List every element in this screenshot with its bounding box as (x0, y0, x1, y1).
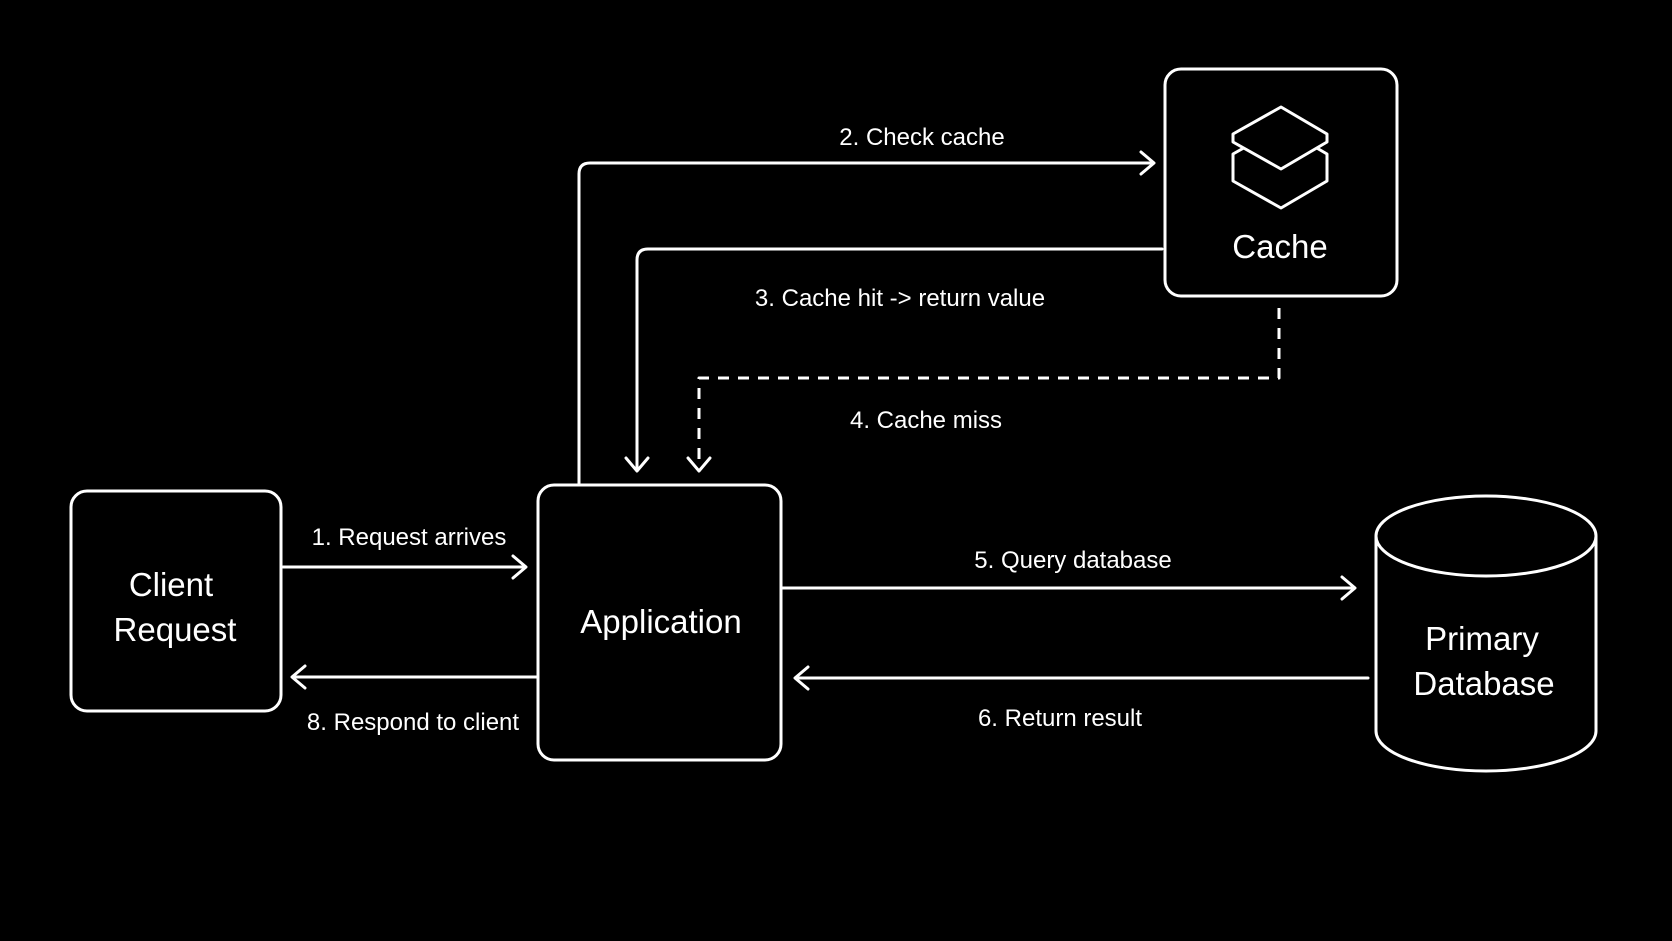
client-node-label-line1: Client (129, 566, 213, 603)
edge-query-database (780, 575, 1357, 601)
edge-label-request-arrives: 1. Request arrives (312, 524, 507, 551)
application-node-label: Application (580, 603, 741, 640)
primary-database-node: Primary Database (1374, 494, 1598, 773)
edge-cache-hit (624, 247, 1164, 473)
client-request-node: Client Request (69, 489, 283, 713)
edge-label-cache-hit: 3. Cache hit -> return value (755, 285, 1045, 312)
edge-cache-miss (686, 308, 1281, 473)
client-node-label-line2: Request (114, 611, 237, 648)
edge-respond-to-client (290, 664, 539, 690)
edge-label-return-result: 6. Return result (978, 705, 1142, 732)
edge-request-arrives (281, 554, 528, 580)
database-node-label-line1: Primary (1425, 620, 1539, 657)
edge-label-cache-miss: 4. Cache miss (850, 407, 1002, 434)
edge-check-cache (577, 150, 1156, 486)
edge-return-result (793, 665, 1370, 691)
layers-icon (1231, 105, 1329, 210)
application-node: Application (536, 483, 783, 762)
edge-label-query-database: 5. Query database (974, 547, 1171, 574)
database-node-label-line2: Database (1413, 665, 1554, 702)
edge-label-respond-to-client: 8. Respond to client (307, 709, 519, 736)
cache-node-label: Cache (1232, 228, 1327, 265)
cache-node: Cache (1163, 67, 1399, 298)
edge-label-check-cache: 2. Check cache (839, 124, 1004, 151)
